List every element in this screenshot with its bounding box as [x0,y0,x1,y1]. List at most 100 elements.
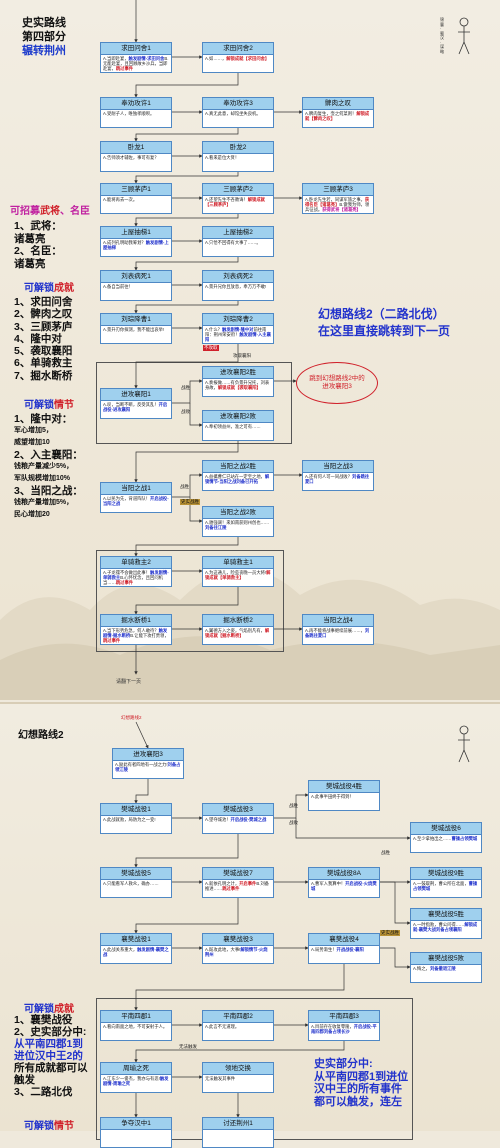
node-text: A.受耐子人，唯独孝顺呗。 [103,111,155,116]
node-text: A.景升刃你探测，我不能出哀举! [103,327,165,332]
node-title: 襄樊战役5胜 [411,909,481,921]
node-body: A.卧龙先生若，同谋军旅之事。获得名臣【诸葛亮】B.傲我为师，领兵征战。获得武将… [303,196,373,213]
jump-oval[interactable]: 跳到幻想路线2中的进攻襄阳3 [296,362,378,404]
node-text: A.奏报做……有负景升兄托，刘表身故， [205,380,270,391]
node-body: A.此事半田终于得到！ [309,793,379,810]
node-title: 樊城战役8A [309,868,379,880]
node-title: 单骑救主1 [203,557,273,569]
title-line2: 第四部分 [22,31,66,43]
node-text: A.奉初领益州，淮之可有…… [205,424,261,429]
node-text: 刘备跳往夏口 [305,628,370,639]
connector [135,721,149,749]
seal-figure-2 [446,722,476,766]
connector [134,301,239,314]
flow-node[interactable]: 争夺汉中1 [100,1117,172,1148]
node-text: A.子龙孺不会做出此事！ [103,570,151,575]
flow-node[interactable]: 领地交换无法触发其事件 [202,1062,274,1093]
node-body: A.为这通儿，险些丧晚一员大将!解锁成就【单骑救主】 [203,569,273,586]
node-text: 跳过事件 [115,580,134,586]
node-text: A.益擒曹仁已站在一定至之地， [205,474,265,479]
next-page-label: 请翻下一页 [116,679,142,685]
node-text: A.目前存在收复零陵， [311,1024,354,1029]
node-text: 解锁成就【求田问舍】 [226,56,270,61]
section2-plot-heading: 可解锁情节 [24,1121,74,1132]
node-text: 获得武将【诸葛亮】 [322,207,361,213]
node-body: A.叹，当断不断，反受其乱！开启战役-进攻襄阳 [101,401,171,418]
node-title: 樊城战役5 [101,868,171,880]
node-body: A.当下形势危急，何人敢待？触发剧情-掘水断桥B.让能下攻打贾领，跳过事件 [101,627,171,644]
node-title: 求田问舍2 [203,43,273,55]
node-text: 开启战役-平南四郡 [311,1024,377,1035]
node-body: A.当即赴宴，触发剧情-求田问舍B.无能赴宴，且回顾故乡沙兵，当即赴宴，跳过事件 [101,55,171,72]
node-text: 触发剧情-隆中对 [221,327,254,332]
node-body: A.奉初领益州，淮之可有…… [203,423,273,440]
node-title: 掘水断桥1 [101,615,171,627]
tag-history-win: 史实战胜 [180,499,200,505]
node-title: 襄樊战役1 [101,934,171,946]
section2-note: 史实部分中: 从平南四郡1到进位 汉中王的所有事件 都可以触发，连左 [314,1058,409,1108]
node-text: 曹操占领樊城 [413,881,478,892]
node-body: A.真无此意，却馆坐失良机。 [203,110,273,127]
section2-ach-heading: 可解锁成就 [24,1004,74,1015]
node-body: A.告师须才辅佐，事可有复？ [101,154,171,171]
achievement-list: 1、求田问舍 2、髀肉之叹 3、三顾茅庐 4、隆中对 5、袭取襄阳 6、单骑救主… [14,296,73,382]
node-text: A.驰强调！来如南获则州创也…… [205,520,270,525]
node-body: A.望夺城池！开启战役-樊城之战 [203,816,273,833]
node-text: A.此言不无道理。 [205,1024,240,1029]
node-text: A.只恰不回得有大事了……。 [205,240,261,245]
node-text: A.备自当前往！ [103,284,133,289]
flow-node[interactable]: 讨还荆州1 [202,1117,274,1148]
node-text: 曹操占领樊城 [451,836,478,841]
node-body: A.此战关系重大，触发剧情-襄樊之战 [101,946,171,963]
node-text: 解锁成就【袭取襄阳】 [217,385,261,391]
node-title: 进攻襄阳2胜 [203,367,273,379]
node-title: 进攻襄阳2败 [203,411,273,423]
